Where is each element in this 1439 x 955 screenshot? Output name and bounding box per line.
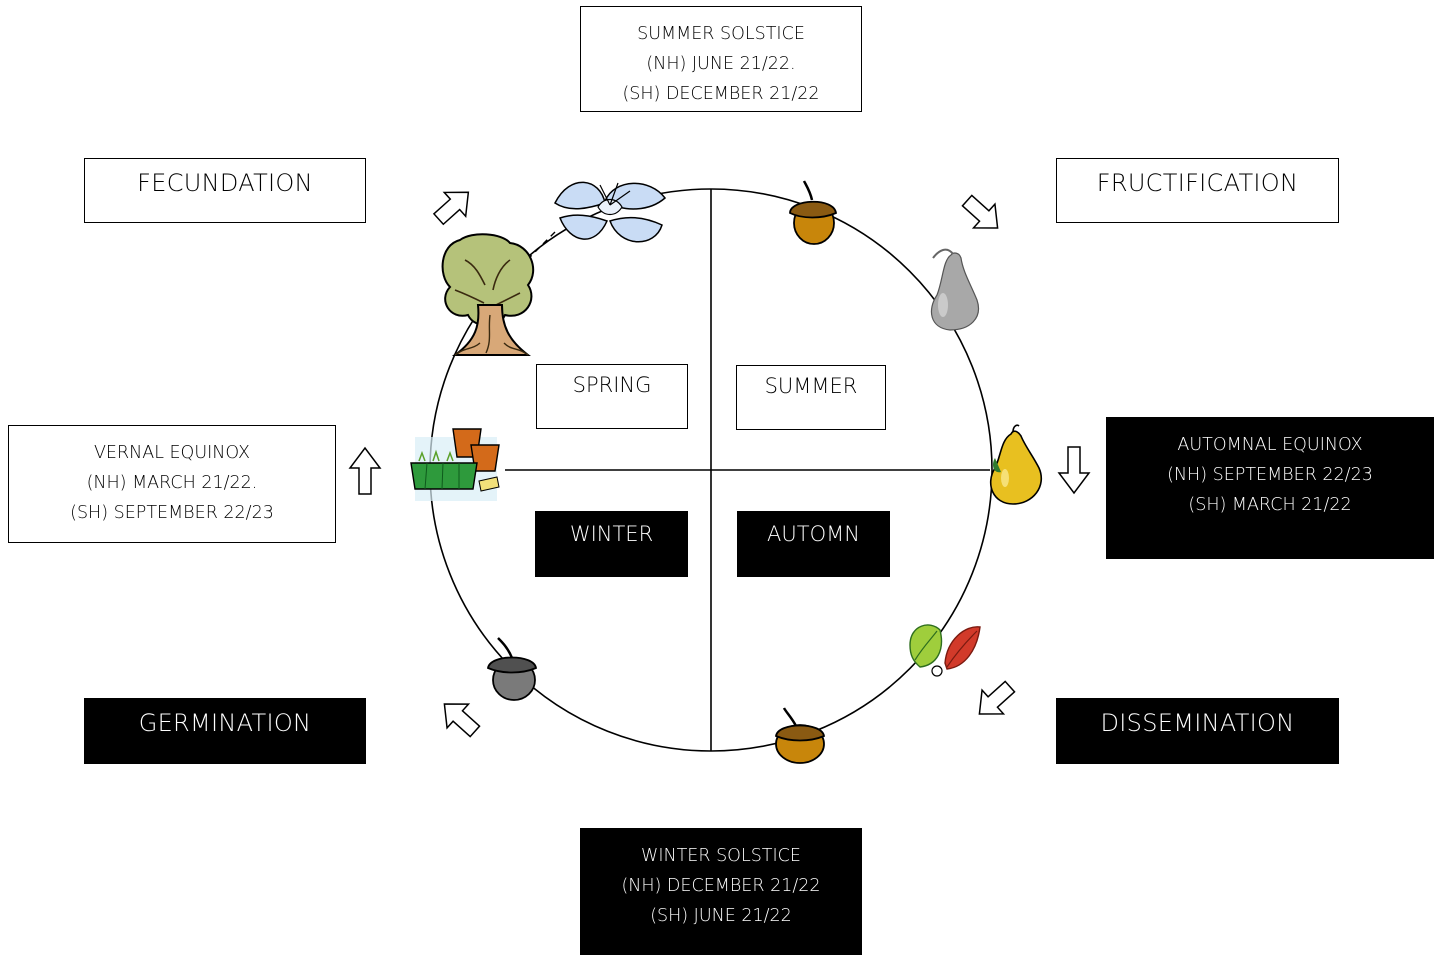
arrow-dissemination-icon <box>978 680 1016 715</box>
arrow-autumnal-down-icon <box>1057 446 1091 495</box>
vernal-equinox-box: VERNAL EQUINOX (NH) MARCH 21/22. (SH) SE… <box>8 425 336 543</box>
summer-box: SUMMER <box>736 365 886 430</box>
autumnal-equinox-sh: (SH) MARCH 21/22 <box>1188 495 1352 515</box>
summer-solstice-sh: (SH) DECEMBER 21/22 <box>622 84 820 104</box>
fructification-box: FRUCTIFICATION <box>1056 158 1339 223</box>
winter-label: WINTER <box>569 522 654 546</box>
autumnal-equinox-title: AUTOMNAL EQUINOX <box>1177 435 1363 455</box>
dissemination-label: DISSEMINATION <box>1100 709 1295 737</box>
germination-label: GERMINATION <box>138 709 312 737</box>
winter-box: WINTER <box>535 511 688 577</box>
vernal-equinox-sh: (SH) SEPTEMBER 22/23 <box>70 503 274 523</box>
winter-solstice-title: WINTER SOLSTICE <box>641 846 801 866</box>
spring-box: SPRING <box>536 364 688 429</box>
autumnal-equinox-box: AUTOMNAL EQUINOX (NH) SEPTEMBER 22/23 (S… <box>1106 417 1434 559</box>
fructification-label: FRUCTIFICATION <box>1096 169 1299 197</box>
acorn-bottom-icon <box>775 707 825 764</box>
arrow-fecundation-icon <box>432 191 470 226</box>
winter-solstice-sh: (SH) JUNE 21/22 <box>650 906 792 926</box>
tree-icon <box>441 233 535 356</box>
dissemination-box: DISSEMINATION <box>1056 698 1339 764</box>
acorn-grey-icon <box>487 637 537 701</box>
summer-solstice-box: SUMMER SOLSTICE (NH) JUNE 21/22. (SH) DE… <box>580 6 862 112</box>
summer-label: SUMMER <box>764 374 858 398</box>
acorn-icon <box>789 180 837 245</box>
vernal-equinox-title: VERNAL EQUINOX <box>93 443 251 463</box>
pear-yellow-icon <box>989 424 1042 505</box>
winter-solstice-box: WINTER SOLSTICE (NH) DECEMBER 21/22 (SH)… <box>580 828 862 955</box>
germination-box: GERMINATION <box>84 698 366 764</box>
fecundation-label: FECUNDATION <box>137 169 313 197</box>
seedling-tray-icon <box>410 428 500 501</box>
autumn-box: AUTOMN <box>737 511 890 577</box>
summer-solstice-nh: (NH) JUNE 21/22. <box>646 54 796 74</box>
autumn-label: AUTOMN <box>767 522 860 546</box>
vernal-equinox-nh: (NH) MARCH 21/22. <box>86 473 258 493</box>
arrow-germination-icon <box>443 703 481 738</box>
spring-label: SPRING <box>572 373 652 397</box>
leaves-icon <box>909 624 981 677</box>
pear-grey-icon <box>930 248 979 331</box>
autumnal-equinox-nh: (NH) SEPTEMBER 22/23 <box>1167 465 1373 485</box>
summer-solstice-title: SUMMER SOLSTICE <box>637 24 805 44</box>
flower-icon <box>554 181 667 243</box>
winter-solstice-nh: (NH) DECEMBER 21/22 <box>621 876 821 896</box>
fecundation-box: FECUNDATION <box>84 158 366 223</box>
arrow-fructification-icon <box>961 194 999 229</box>
arrow-vernal-up-icon <box>348 446 382 495</box>
